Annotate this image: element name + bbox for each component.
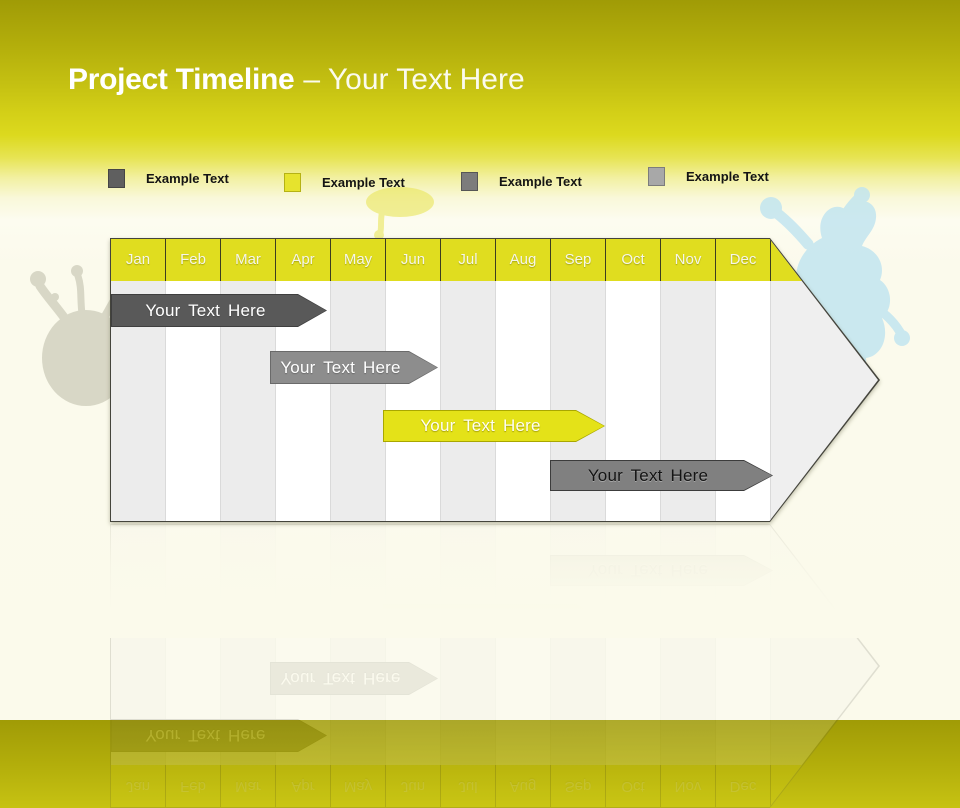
month-may: May bbox=[331, 765, 386, 807]
task-bar-2-label: Your Text Here bbox=[271, 663, 437, 694]
legend-swatch-light-gray bbox=[648, 167, 665, 186]
legend-label: Example Text bbox=[322, 175, 405, 190]
column-stripe bbox=[496, 281, 551, 521]
column-stripe bbox=[386, 281, 441, 521]
task-bar-1-label: Your Text Here bbox=[112, 720, 326, 751]
month-jun: Jun bbox=[386, 765, 441, 807]
month-oct: Oct bbox=[606, 239, 661, 281]
month-dec: Dec bbox=[716, 765, 771, 807]
task-bar-4-label: Your Text Here bbox=[551, 461, 772, 490]
month-header-row: Jan Feb Mar Apr May Jun Jul Aug Sep Oct … bbox=[111, 765, 879, 807]
legend-label: Example Text bbox=[686, 169, 769, 184]
month-may: May bbox=[331, 239, 386, 281]
month-sep: Sep bbox=[551, 239, 606, 281]
timeline-outline: Jan Feb Mar Apr May Jun Jul Aug Sep Oct … bbox=[110, 238, 880, 522]
timeline-arrow: Jan Feb Mar Apr May Jun Jul Aug Sep Oct … bbox=[110, 238, 880, 522]
month-dec: Dec bbox=[716, 239, 771, 281]
month-nov: Nov bbox=[661, 239, 716, 281]
month-jan: Jan bbox=[111, 239, 166, 281]
task-bar-2: Your Text Here bbox=[270, 351, 438, 384]
legend-item-3: Example Text bbox=[461, 172, 582, 191]
slide-title: Project Timeline – Your Text Here bbox=[68, 60, 525, 100]
legend-item-4: Example Text bbox=[648, 167, 769, 186]
reflection-fade bbox=[100, 523, 900, 638]
legend-swatch-yellow bbox=[284, 173, 301, 192]
task-bar-1-label: Your Text Here bbox=[112, 295, 326, 326]
task-bar-3: Your Text Here bbox=[383, 410, 605, 442]
month-jan: Jan bbox=[111, 765, 166, 807]
task-bar-2-label: Your Text Here bbox=[271, 352, 437, 383]
month-oct: Oct bbox=[606, 765, 661, 807]
legend-label: Example Text bbox=[146, 171, 229, 186]
title-placeholder-text: – Your Text Here bbox=[303, 63, 525, 96]
paint-splash-top-icon bbox=[366, 187, 434, 240]
task-bar-1: Your Text Here bbox=[111, 719, 327, 752]
task-bar-2: Your Text Here bbox=[270, 662, 438, 695]
month-feb: Feb bbox=[166, 765, 221, 807]
task-bar-1: Your Text Here bbox=[111, 294, 327, 327]
month-aug: Aug bbox=[496, 765, 551, 807]
title-main-text: Project Timeline bbox=[68, 63, 295, 96]
month-nov: Nov bbox=[661, 765, 716, 807]
slide: { "slide": { "title": { "main": "Project… bbox=[0, 0, 960, 720]
month-jul: Jul bbox=[441, 765, 496, 807]
month-header-row: Jan Feb Mar Apr May Jun Jul Aug Sep Oct … bbox=[111, 239, 878, 281]
legend-item-1: Example Text bbox=[108, 169, 229, 188]
column-stripe bbox=[441, 281, 496, 521]
month-aug: Aug bbox=[496, 239, 551, 281]
legend-item-2: Example Text bbox=[284, 173, 405, 192]
task-bar-3-label: Your Text Here bbox=[384, 411, 604, 441]
month-sep: Sep bbox=[551, 765, 606, 807]
task-bar-4: Your Text Here bbox=[550, 460, 773, 491]
column-stripe bbox=[331, 281, 386, 521]
month-mar: Mar bbox=[221, 239, 276, 281]
month-feb: Feb bbox=[166, 239, 221, 281]
legend-label: Example Text bbox=[499, 174, 582, 189]
month-apr: Apr bbox=[276, 239, 331, 281]
month-jun: Jun bbox=[386, 239, 441, 281]
month-apr: Apr bbox=[276, 765, 331, 807]
legend-swatch-gray bbox=[461, 172, 478, 191]
timeline-body: Jan Feb Mar Apr May Jun Jul Aug Sep Oct … bbox=[111, 239, 878, 521]
month-mar: Mar bbox=[221, 765, 276, 807]
legend-swatch-dark-gray bbox=[108, 169, 125, 188]
month-jul: Jul bbox=[441, 239, 496, 281]
